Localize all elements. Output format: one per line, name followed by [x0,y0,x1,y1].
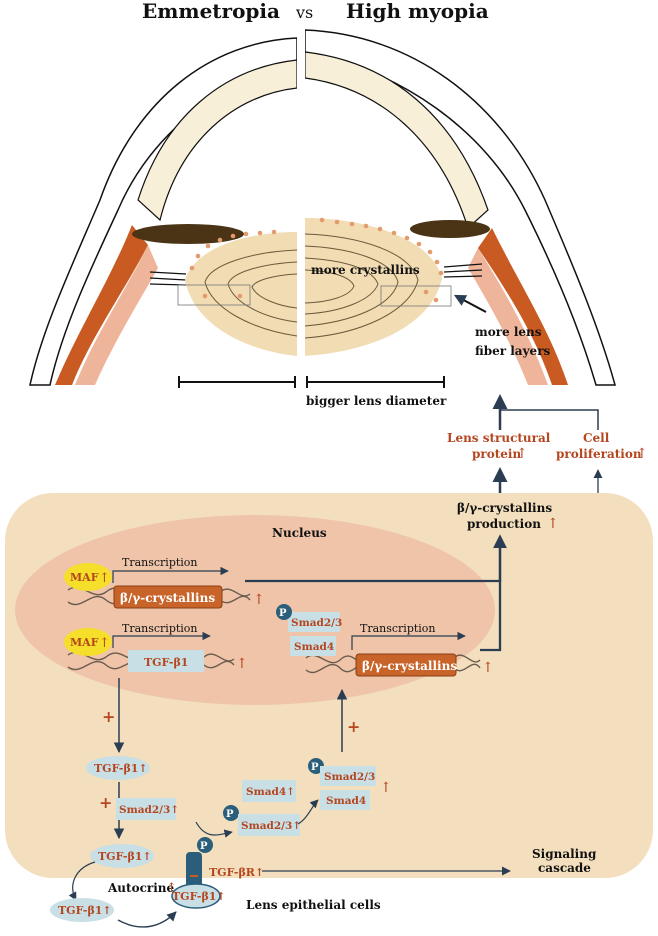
arrow-gene3-to-production [480,540,502,652]
label-bigger-diameter: bigger lens diameter [306,394,447,408]
tgf-bound: TGF-β1↑ [172,890,226,903]
label-cell-1: Cell [583,431,610,445]
maf2-up: ↑ [99,636,110,651]
label-nucleus: Nucleus [272,526,327,540]
signaling-1: Signaling [532,847,597,861]
smad23-cyto: Smad2/3 [324,771,375,783]
smad4-up: Smad4↑ [246,786,295,798]
title-emmetropia: Emmetropia [142,0,280,23]
title-vs: vs [295,3,313,22]
p-receptor: P [200,841,208,852]
smad-complex-up: ↑ [380,780,392,796]
plus-3: + [347,717,360,736]
label-more-lens-1: more lens [475,325,542,339]
maf1-up: ↑ [99,571,110,586]
iris-right [410,220,490,238]
autocrine-up: ↑ [166,881,177,896]
transcription-1: Transcription [122,556,198,569]
label-more-lens-2: fiber layers [475,344,551,358]
up-cell: ↑ [636,446,648,462]
tgf-1: TGF-β1↑ [94,762,148,775]
smad23-up-1: Smad2/3↑ [119,804,179,816]
up-production: ↑ [547,516,559,532]
gene3-up: ↑ [482,660,494,676]
p-smad-1: P [226,809,234,820]
transcription-3: Transcription [360,622,436,635]
center-divider [297,20,305,400]
smad4-cyto: Smad4 [326,795,366,807]
gene1-up: ↑ [253,592,265,608]
label-production-2: production [467,517,541,531]
gene-crystallins-2: β/γ-crystallins ↑ [305,653,494,677]
gene1-label: β/γ-crystallins [120,591,215,605]
label-cell-2: proliferation [556,447,642,461]
smad23-up-2: Smad2/3↑ [241,820,301,832]
tgf-gene-up: ↑ [236,656,248,672]
maf1-label: MAF [70,571,99,584]
plus-1: + [102,707,115,726]
tgf-2: TGF-β1↑ [98,850,152,863]
plus-2: + [99,793,112,812]
smad4-nuc: Smad4 [294,641,334,653]
autocrine-label: Autocrine [107,881,174,895]
receptor [186,852,202,888]
p-nuc: P [279,608,287,619]
lens-right [305,218,442,356]
p-smad-2: P [311,762,319,773]
tgf-3: TGF-β1↑ [58,904,112,917]
label-structural-1: Lens structural [447,431,551,445]
iris-left [132,224,244,244]
label-more-crystallins: more crystallins [311,263,420,277]
maf2-label: MAF [70,636,99,649]
maf-2 [64,628,112,656]
signaling-2: cascade [538,861,591,875]
smad23-nuc: Smad2/3 [291,617,342,629]
tgfbr-label: TGF-βR↑ [209,866,264,879]
eye-emmetropia [29,37,298,388]
eye-high-myopia [304,29,616,388]
maf-1 [64,563,112,591]
transcription-2: Transcription [122,622,198,635]
line-cell-proliferation [500,409,599,430]
gene-crystallins-1: β/γ-crystallins ↑ [67,585,265,609]
up-structural: ↑ [516,446,528,462]
gene3-label: β/γ-crystallins [362,659,457,673]
label-structural-2: protein [472,447,521,461]
tgf-gene-label: TGF-β1 [144,656,188,669]
title-high-myopia: High myopia [346,0,489,23]
label-production-1: β/γ-crystallins [457,501,552,515]
epithelial-label: Lens epithelial cells [246,898,381,912]
gene-tgf: TGF-β1 ↑ [67,650,248,672]
